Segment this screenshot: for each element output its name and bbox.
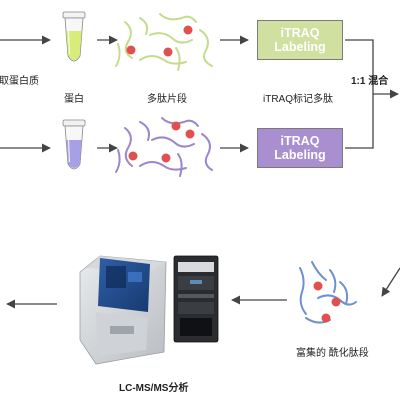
- computer-tower-icon: [173, 255, 219, 343]
- label-extract-protein: 提取蛋白质: [0, 76, 39, 87]
- label-peptide-fragments: 多肽片段: [147, 94, 187, 105]
- tube-icon: [62, 11, 86, 62]
- peptide-icon: [115, 13, 213, 71]
- tube-icon: [62, 119, 86, 170]
- itraq-box-line1: iTRAQ: [280, 134, 320, 148]
- label-lcms-analysis: LC-MS/MS分析: [119, 383, 189, 394]
- label-itraq-labeled-peptides: iTRAQ标记多肽: [263, 94, 333, 105]
- itraq-box-line1: iTRAQ: [280, 26, 320, 40]
- peptide-icon: [115, 117, 213, 177]
- arrow-into-enriched: [381, 267, 400, 297]
- merge-bracket: [345, 39, 374, 149]
- label-protein: 蛋白: [64, 94, 84, 105]
- label-mix-ratio: 1:1 混合: [351, 76, 389, 87]
- itraq-labeling-box-purple: iTRAQ Labeling: [257, 128, 343, 168]
- label-enriched-acylated-peptides: 富集的 酰化肽段: [296, 348, 369, 359]
- itraq-box-line2: Labeling: [274, 40, 326, 54]
- mass-spectrometer-icon: [79, 255, 167, 365]
- itraq-labeling-box-green: iTRAQ Labeling: [257, 20, 343, 60]
- itraq-box-line2: Labeling: [274, 148, 326, 162]
- peptide-icon: [299, 261, 357, 324]
